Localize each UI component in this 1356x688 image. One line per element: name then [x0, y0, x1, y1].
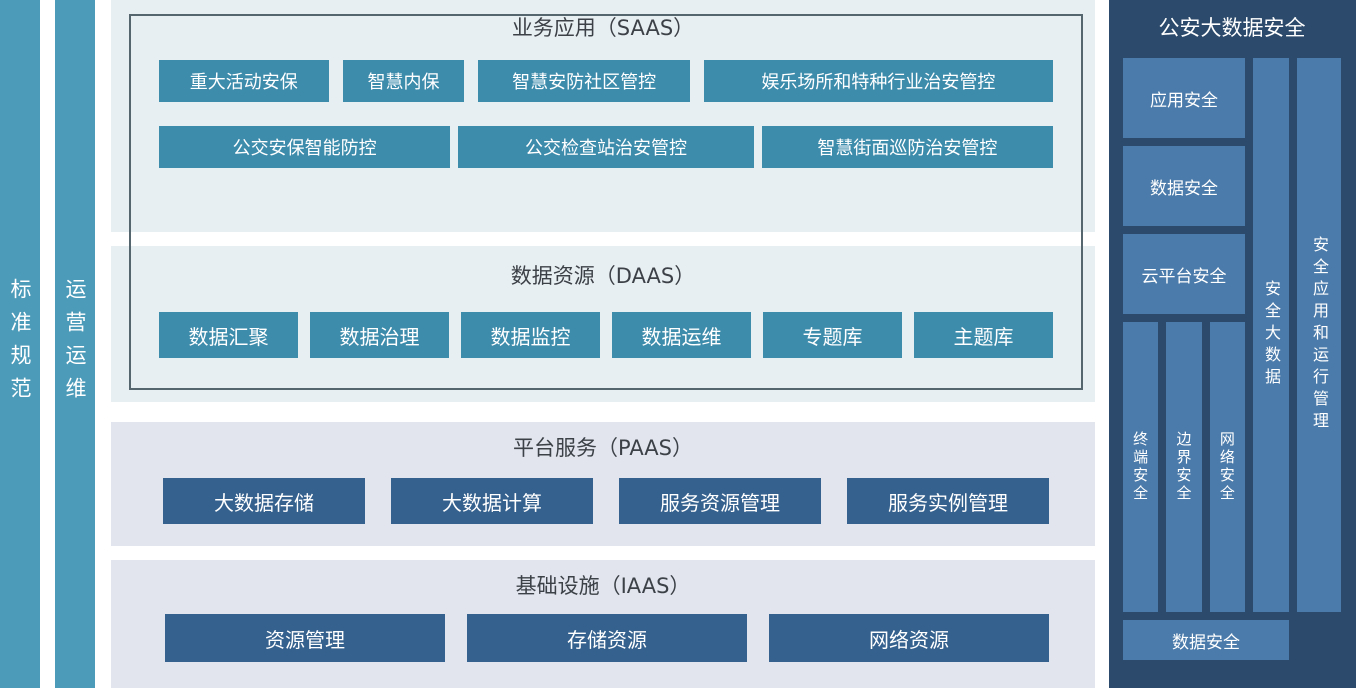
rail-operations: 运营运维	[55, 0, 95, 688]
security-pillar-terminal: 终端安全	[1123, 322, 1159, 612]
rail-standards-label: 标准规范	[8, 278, 32, 410]
security-pillar-boundary: 边界安全	[1166, 322, 1202, 612]
security-panel: 公安大数据安全 应用安全 数据安全 云平台安全 终端安全 边界安全 网络安全	[1109, 0, 1356, 688]
security-column-bigdata: 安全大数据	[1253, 58, 1289, 612]
security-grid: 应用安全 数据安全 云平台安全 终端安全 边界安全 网络安全 安全大数据	[1123, 58, 1341, 660]
saas-row-1: 重大活动安保 智慧内保 智慧安防社区管控 娱乐场所和特种行业治安管控	[111, 60, 1095, 102]
security-pillar-terminal-label: 终端安全	[1131, 431, 1150, 503]
iaas-row: 资源管理 存储资源 网络资源	[111, 614, 1095, 662]
security-column-app-ops-mgmt-label: 安全应用和运行管理	[1310, 236, 1329, 434]
security-column-bigdata-label: 安全大数据	[1262, 280, 1281, 390]
saas-node-smart-internal-security: 智慧内保	[342, 60, 465, 102]
saas-node-smart-street-patrol-control: 智慧街面巡防治安管控	[761, 126, 1054, 168]
security-pillar-network-label: 网络安全	[1217, 431, 1236, 503]
daas-node-data-operations: 数据运维	[612, 312, 751, 358]
saas-title: 业务应用（SAAS）	[511, 16, 695, 40]
security-left-stack: 应用安全 数据安全 云平台安全 终端安全 边界安全 网络安全	[1123, 58, 1245, 612]
saas-node-entertainment-industry-control: 娱乐场所和特种行业治安管控	[703, 60, 1054, 102]
iaas-node-resource-mgmt: 资源管理	[165, 614, 445, 662]
spacer	[111, 402, 1095, 422]
iaas-node-storage-resource: 存储资源	[467, 614, 747, 662]
rail-standards: 标准规范	[0, 0, 40, 688]
security-block-application: 应用安全	[1123, 58, 1245, 138]
security-block-cloud-platform: 云平台安全	[1123, 234, 1245, 314]
paas-node-bigdata-storage: 大数据存储	[163, 478, 365, 524]
daas-node-theme-library: 主题库	[914, 312, 1053, 358]
security-panel-title: 公安大数据安全	[1158, 16, 1306, 40]
paas-node-service-instance-mgmt: 服务实例管理	[847, 478, 1049, 524]
saas-node-major-event-security: 重大活动安保	[159, 60, 329, 102]
daas-row: 数据汇聚 数据治理 数据监控 数据运维 专题库 主题库	[111, 312, 1095, 358]
iaas-node-network-resource: 网络资源	[769, 614, 1049, 662]
main-column: 业务应用（SAAS） 重大活动安保 智慧内保 智慧安防社区管控 娱乐场所和特种行…	[111, 0, 1095, 688]
security-block-data: 数据安全	[1123, 146, 1245, 226]
daas-node-special-topic-library: 专题库	[763, 312, 902, 358]
daas-node-data-governance: 数据治理	[310, 312, 449, 358]
daas-section: 数据资源（DAAS） 数据汇聚 数据治理 数据监控 数据运维 专题库 主题库	[111, 246, 1095, 402]
security-pillars: 终端安全 边界安全 网络安全	[1123, 322, 1245, 612]
saas-node-bus-checkpoint-control: 公交检查站治安管控	[458, 126, 754, 168]
security-bottom-data-security: 数据安全	[1123, 620, 1289, 660]
saas-row-2: 公交安保智能防控 公交检查站治安管控 智慧街面巡防治安管控	[111, 126, 1095, 168]
iaas-title: 基础设施（IAAS）	[515, 574, 691, 598]
saas-node-bus-security-control: 公交安保智能防控	[159, 126, 451, 168]
daas-title: 数据资源（DAAS）	[510, 264, 696, 288]
saas-daas-group: 业务应用（SAAS） 重大活动安保 智慧内保 智慧安防社区管控 娱乐场所和特种行…	[111, 0, 1095, 402]
rail-operations-label: 运营运维	[63, 278, 87, 410]
paas-row: 大数据存储 大数据计算 服务资源管理 服务实例管理	[111, 478, 1095, 524]
iaas-section: 基础设施（IAAS） 资源管理 存储资源 网络资源	[111, 560, 1095, 688]
daas-node-data-monitoring: 数据监控	[461, 312, 600, 358]
paas-title: 平台服务（PAAS）	[513, 436, 693, 460]
security-column-app-ops-mgmt: 安全应用和运行管理	[1297, 58, 1341, 612]
saas-node-smart-community-control: 智慧安防社区管控	[478, 60, 690, 102]
daas-node-data-aggregation: 数据汇聚	[159, 312, 298, 358]
security-pillar-network: 网络安全	[1209, 322, 1245, 612]
paas-node-bigdata-compute: 大数据计算	[391, 478, 593, 524]
security-pillar-boundary-label: 边界安全	[1174, 431, 1193, 503]
saas-daas-gap	[111, 232, 1095, 246]
paas-node-service-resource-mgmt: 服务资源管理	[619, 478, 821, 524]
saas-section: 业务应用（SAAS） 重大活动安保 智慧内保 智慧安防社区管控 娱乐场所和特种行…	[111, 0, 1095, 232]
paas-section: 平台服务（PAAS） 大数据存储 大数据计算 服务资源管理 服务实例管理	[111, 422, 1095, 546]
spacer	[111, 546, 1095, 560]
